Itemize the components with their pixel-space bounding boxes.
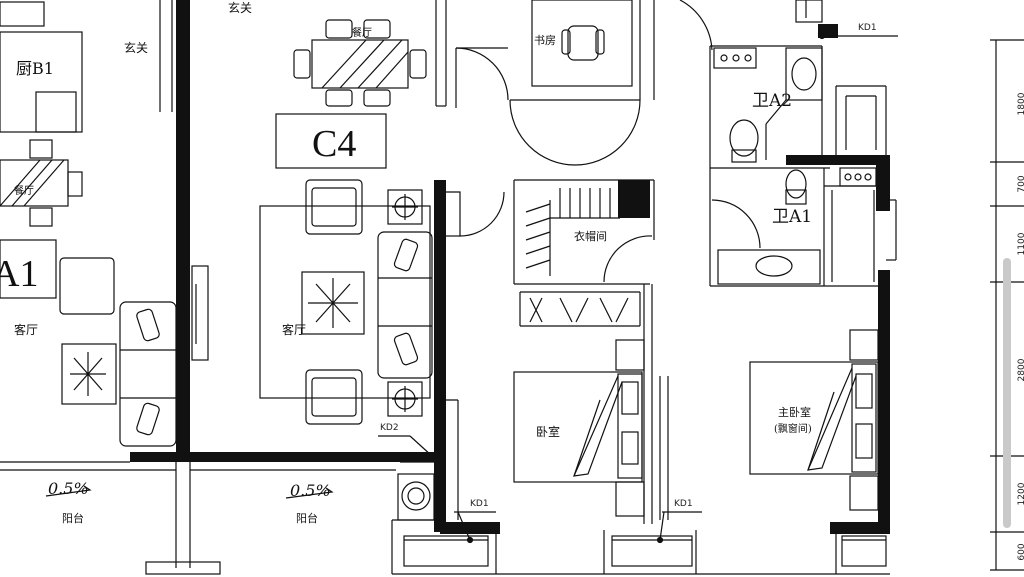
room-bath-a1: 卫A1	[772, 207, 812, 227]
left-unit-fixtures	[0, 1, 209, 447]
tag-kd1-a: KD1	[470, 499, 489, 509]
dimension-1200: 1200	[1017, 482, 1024, 505]
room-living: 客厅	[282, 322, 306, 337]
room-kitchen: 厨B1	[16, 59, 54, 78]
tag-leaders	[378, 32, 898, 544]
dimension-1100: 1100	[1017, 232, 1024, 255]
tag-kd2: KD2	[380, 423, 399, 433]
room-study: 书房	[534, 34, 556, 47]
room-closet: 衣帽间	[574, 229, 607, 243]
room-master-line2: (飘窗间)	[774, 422, 812, 435]
dining-set	[293, 19, 427, 107]
dimension-700: 700	[1017, 175, 1024, 192]
room-bedroom: 卧室	[536, 424, 560, 439]
room-living-left: 客厅	[14, 322, 38, 337]
room-balcony-left: 阳台	[62, 511, 84, 525]
tag-kd1-b: KD1	[674, 499, 693, 509]
dimension-2800: 2800	[1017, 358, 1024, 381]
room-balcony-right: 阳台	[296, 511, 318, 525]
vertical-scrollbar-thumb[interactable]	[1003, 258, 1011, 528]
unit-label-c4: C4	[312, 123, 356, 165]
room-foyer-left: 玄关	[124, 40, 148, 55]
dimension-600: 600	[1017, 543, 1024, 560]
slope-arrows	[45, 485, 334, 499]
room-dining-left: 餐厅	[14, 184, 34, 197]
unit-type-box	[275, 113, 387, 169]
bedroom-furniture	[513, 329, 879, 517]
room-foyer-top: 玄关	[228, 0, 252, 15]
unit-label-a1: A1	[0, 253, 38, 295]
living-room-furniture	[259, 179, 435, 521]
slope-left: 0.5%	[48, 479, 89, 498]
closet-racks	[525, 188, 629, 323]
dimension-1800: 1800	[1017, 92, 1024, 115]
room-master-line1: 主卧室	[778, 405, 811, 419]
slope-right: 0.5%	[290, 481, 331, 500]
structural-walls	[130, 0, 890, 534]
study-furniture	[531, 0, 823, 87]
room-dining: 餐厅	[352, 26, 372, 39]
tag-kd1-top: KD1	[858, 23, 877, 33]
partition-walls	[0, 0, 897, 575]
room-bath-a2: 卫A2	[752, 91, 792, 111]
bathroom-fixtures	[713, 47, 877, 285]
